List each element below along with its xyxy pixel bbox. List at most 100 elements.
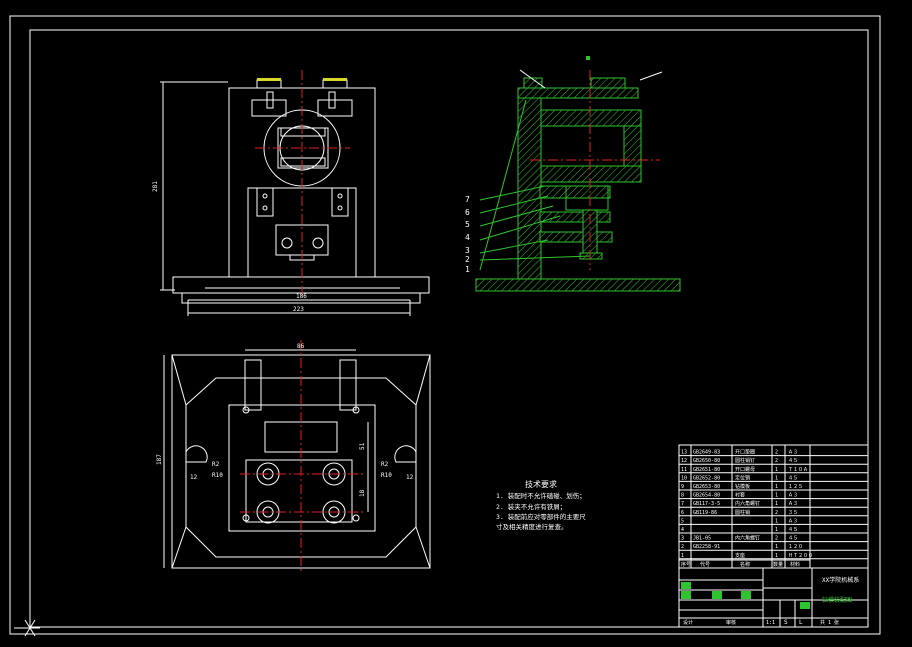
bom-cell-no: 1 bbox=[681, 553, 684, 559]
bom-cell-no: 5 bbox=[681, 518, 684, 524]
leader-label-4: 4 bbox=[465, 233, 470, 242]
title-scale: 1:1 bbox=[766, 620, 775, 626]
tech-note-2: 2. 装夹不允许有铁屑； bbox=[496, 502, 566, 511]
bom-cell-no: 6 bbox=[681, 510, 684, 516]
bom-header-no: 序号 bbox=[681, 561, 691, 568]
bom-cell-qty: 1 bbox=[775, 475, 778, 481]
bom-cell-mat: １２０ bbox=[788, 544, 803, 550]
dim-plan-height: 187 bbox=[156, 454, 163, 465]
bom-cell-name: 内六角螺钉 bbox=[735, 535, 760, 542]
title-sheet: 共 1 张 bbox=[820, 619, 839, 626]
bom-cell-code: GB2652-80 bbox=[693, 475, 720, 481]
bom-cell-mat: １２５ bbox=[788, 484, 803, 490]
dim-plan-51: 51 bbox=[359, 442, 366, 450]
front-view[interactable] bbox=[160, 70, 430, 316]
leader-label-5: 5 bbox=[465, 220, 470, 229]
tech-note-3: 3. 装配前应对零部件的主要尺 bbox=[496, 512, 586, 521]
bom-cell-qty: 2 bbox=[775, 536, 778, 542]
dim-plan-18: 18 bbox=[359, 489, 366, 497]
bom-cell-qty: 2 bbox=[775, 450, 778, 456]
bom-cell-qty: 1 bbox=[775, 493, 778, 499]
dim-r10-left: R10 bbox=[212, 472, 223, 479]
bom-cell-qty: 1 bbox=[775, 518, 778, 524]
bom-header-mat: 材料 bbox=[790, 561, 800, 568]
dim-r10-right: R10 bbox=[381, 472, 392, 479]
section-view[interactable] bbox=[475, 69, 681, 292]
bom-cell-qty: 1 bbox=[775, 467, 778, 473]
bom-cell-no: 4 bbox=[681, 527, 684, 533]
bom-cell-qty: 1 bbox=[775, 553, 778, 559]
tech-note-4: 寸及相关精度进行复查。 bbox=[496, 522, 568, 531]
bom-cell-mat: Ａ３ bbox=[788, 518, 798, 524]
bom-cell-code: GB2258-91 bbox=[693, 544, 720, 550]
bom-header-code: 代号 bbox=[700, 561, 710, 568]
bom-cell-name: 开口垫圈 bbox=[735, 449, 755, 456]
leader-label-6: 6 bbox=[465, 208, 470, 217]
bom-cell-mat: Ａ３ bbox=[788, 450, 798, 456]
bom-cell-qty: 1 bbox=[775, 484, 778, 490]
dim-plan-top: 86 bbox=[297, 343, 305, 350]
bom-cell-code: GB2651-80 bbox=[693, 467, 720, 473]
leader-label-2: 2 bbox=[465, 255, 470, 264]
dim-front-total: 223 bbox=[293, 306, 304, 313]
title-company: XX学院机械系 bbox=[822, 576, 859, 584]
bom-cell-mat: ４５ bbox=[788, 536, 798, 542]
dim-width-left: 12 bbox=[190, 474, 198, 481]
bom-cell-name: 定位销 bbox=[735, 474, 750, 481]
origin-marker bbox=[586, 56, 590, 60]
title-block[interactable] bbox=[679, 568, 868, 627]
bom-cell-name: 支座 bbox=[735, 552, 745, 559]
bom-header-name: 名称 bbox=[740, 561, 750, 568]
dim-r2-left: R2 bbox=[212, 461, 220, 468]
title-weight: L bbox=[799, 619, 803, 626]
bom-cell-code: GB2650-80 bbox=[693, 458, 720, 464]
bom-cell-no: 12 bbox=[681, 458, 687, 464]
bom-cell-code: GB2654-80 bbox=[693, 493, 720, 499]
bom-cell-name: 圆柱销 bbox=[735, 509, 750, 516]
bom-cell-mat: ４５ bbox=[788, 475, 798, 481]
bom-cell-no: 13 bbox=[681, 450, 687, 456]
bom-cell-no: 2 bbox=[681, 544, 684, 550]
leader-label-3: 3 bbox=[465, 246, 470, 255]
bom-cell-name: 圆柱销钉 bbox=[735, 457, 755, 464]
bom-cell-code: GB2653-80 bbox=[693, 484, 720, 490]
dim-width-right: 12 bbox=[406, 474, 414, 481]
bom-cell-mat: Ａ３ bbox=[788, 493, 798, 499]
bom-cell-code: JB1-05 bbox=[693, 536, 711, 542]
bom-cell-no: 7 bbox=[681, 501, 684, 507]
dim-front-base: 186 bbox=[296, 293, 307, 300]
title-designer: 设计 bbox=[683, 619, 693, 626]
bom-cell-no: 11 bbox=[681, 467, 687, 473]
bom-cell-code: GB119-86 bbox=[693, 510, 717, 516]
bom-cell-qty: 1 bbox=[775, 527, 778, 533]
bom-cell-qty: 2 bbox=[775, 458, 778, 464]
title-checker: 审核 bbox=[726, 619, 736, 626]
bom-cell-mat: ４５ bbox=[788, 527, 798, 533]
bom-cell-name: 钻模板 bbox=[735, 483, 750, 490]
bom-table[interactable] bbox=[678, 444, 869, 628]
bom-cell-no: 9 bbox=[681, 484, 684, 490]
leader-label-7: 7 bbox=[465, 195, 470, 204]
bom-cell-qty: 2 bbox=[775, 510, 778, 516]
bom-cell-qty: 1 bbox=[775, 544, 778, 550]
bom-cell-qty: 1 bbox=[775, 501, 778, 507]
ucs-icon bbox=[14, 619, 40, 637]
sheet-border bbox=[9, 15, 881, 635]
bom-cell-mat: ３５ bbox=[788, 510, 798, 516]
bom-cell-no: 8 bbox=[681, 493, 684, 499]
title-drawing-name: 钻模装配图 bbox=[822, 596, 852, 604]
bom-cell-name: 衬套 bbox=[735, 492, 745, 499]
leader-label-1: 1 bbox=[465, 265, 470, 274]
bom-header-qty: 数量 bbox=[773, 561, 783, 568]
bom-cell-mat: ＨＴ２００ bbox=[788, 553, 813, 559]
dim-front-height: 281 bbox=[152, 181, 159, 192]
bom-cell-name: 开口螺母 bbox=[735, 466, 755, 473]
bom-cell-no: 10 bbox=[681, 475, 687, 481]
bom-cell-no: 3 bbox=[681, 536, 684, 542]
plan-view[interactable] bbox=[163, 340, 431, 572]
bom-cell-mat: Ａ３ bbox=[788, 501, 798, 507]
tech-notes-title: 技术要求 bbox=[525, 479, 557, 489]
bom-cell-name: 内六角螺钉 bbox=[735, 500, 760, 507]
tech-note-1: 1. 装配时不允许磕碰、划伤； bbox=[496, 491, 586, 500]
